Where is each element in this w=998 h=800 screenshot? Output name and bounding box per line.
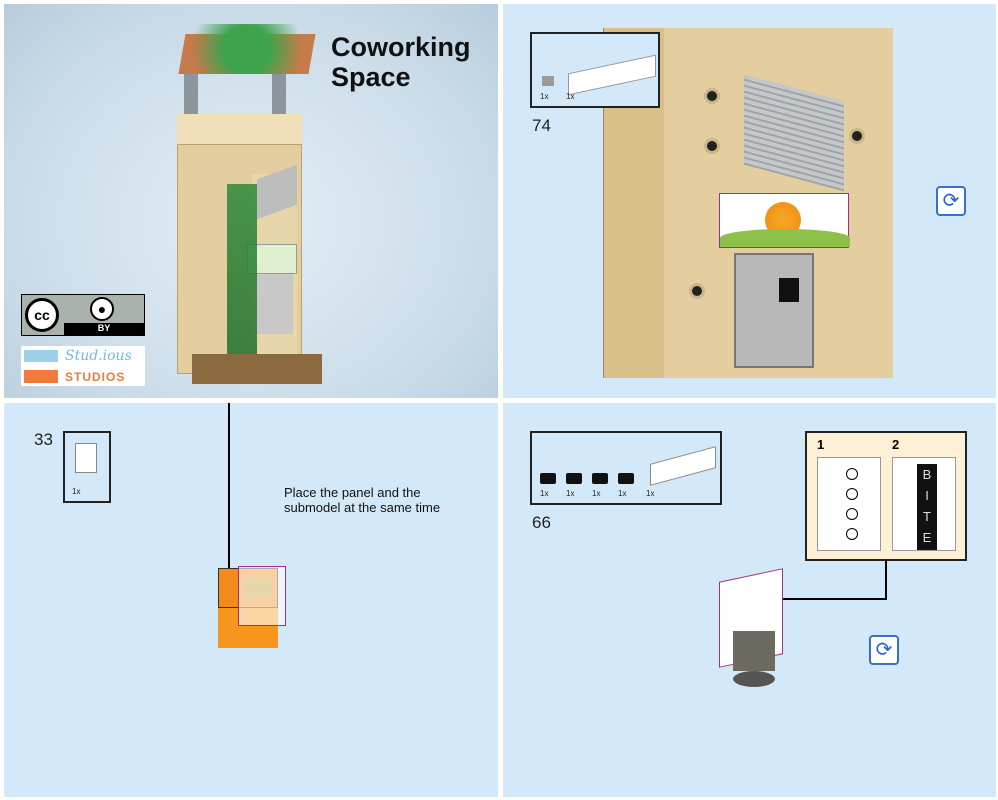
submodel-render bbox=[218, 558, 288, 650]
part-white-panel bbox=[75, 443, 97, 473]
step-number: 74 bbox=[532, 116, 551, 135]
step-74-panel: 1x 1x 74 ⟳ bbox=[503, 4, 996, 398]
part-white-plate bbox=[650, 446, 716, 486]
cc-by-license-badge: cc ● BY bbox=[21, 294, 145, 336]
parts-list: 1x 1x 1x 1x 1x bbox=[530, 431, 722, 505]
step-number: 33 bbox=[34, 430, 53, 449]
studious-studios-logo: Stud.ious STUDIOS bbox=[21, 346, 145, 386]
sign-render bbox=[715, 568, 795, 691]
cc-icon: cc bbox=[25, 298, 59, 332]
attribution-icon: ● bbox=[90, 297, 114, 321]
rotate-icon: ⟳ bbox=[936, 186, 966, 216]
placement-arrow bbox=[228, 403, 230, 581]
part-printed-tile bbox=[568, 54, 656, 96]
parts-list: 1x bbox=[63, 431, 111, 503]
by-label: BY bbox=[64, 323, 144, 335]
building-render bbox=[603, 28, 893, 378]
part-grey-bracket bbox=[542, 76, 554, 86]
model-render bbox=[172, 24, 332, 394]
instruction-note: Place the panel and the submodel at the … bbox=[284, 485, 441, 515]
step-number: 66 bbox=[532, 513, 551, 532]
rotate-icon: ⟳ bbox=[869, 635, 899, 665]
parts-list: 1x 1x bbox=[530, 32, 660, 108]
step-33-panel: 33 1x Place the panel and the submodel a… bbox=[4, 403, 498, 797]
